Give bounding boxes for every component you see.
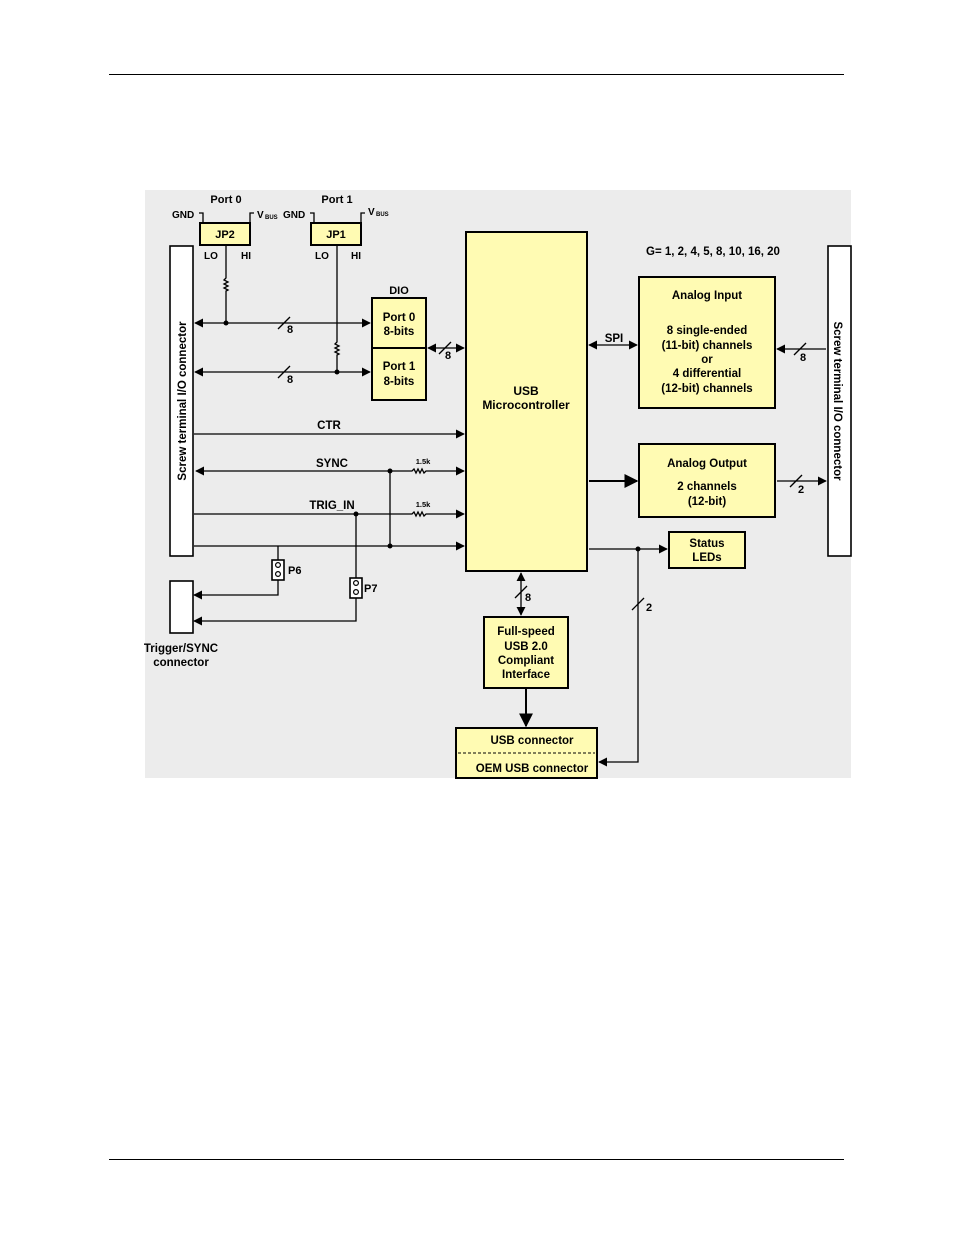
analog-input-block[interactable] [638, 276, 776, 409]
usb-interface-line4: Interface [502, 669, 550, 681]
analog-input-line2: (11-bit) channels [662, 340, 753, 352]
trig-in-label: TRIG_IN [309, 500, 354, 512]
port1-vbus-sub: BUS [376, 212, 389, 218]
status-leds-line1: Status [689, 538, 724, 550]
status-leds-line2: LEDs [692, 552, 721, 564]
p7-label: P7 [364, 583, 377, 595]
port1-gnd-label: GND [283, 210, 305, 221]
jp2-label: JP2 [215, 229, 235, 241]
usb-connector-bottom: OEM USB connector [476, 763, 589, 775]
jp2-lo-label: LO [204, 251, 218, 262]
dio-port1-line1: Port 1 [383, 361, 416, 373]
port1-gnd-wire [310, 212, 315, 223]
port0-jumper-group: Port 0 GND V BUS JP2 LO HI [172, 194, 278, 262]
trigger-sync-connector[interactable] [169, 580, 194, 634]
p7-to-trigger-wire [193, 598, 357, 626]
port0-bus-slash [277, 316, 291, 330]
port1-bus-slash [277, 365, 291, 379]
ao-terminal-width: 2 [798, 484, 804, 496]
led-bus-slash [631, 597, 645, 611]
usb-interface-line3: Compliant [498, 655, 554, 667]
port1-pull-resistor [333, 245, 341, 372]
port0-title: Port 0 [210, 194, 241, 206]
dio-port0-line1: Port 0 [383, 312, 416, 324]
analog-output-block[interactable] [638, 443, 776, 518]
jp1-hi-label: HI [351, 251, 361, 262]
trigger-connector-line2: connector [153, 657, 209, 669]
port0-vbus-label: V [257, 210, 264, 221]
usb-microcontroller-block[interactable] [465, 231, 588, 572]
port1-jumper-group: Port 1 GND V BUS JP1 LO HI [283, 194, 389, 262]
ai-terminal-slash [793, 342, 807, 356]
usb-interface-line2: USB 2.0 [504, 641, 547, 653]
micro-usb-width: 8 [525, 592, 531, 604]
port1-junction [334, 369, 340, 375]
screw-terminal-right-label: Screw terminal I/O connector [831, 321, 843, 481]
dio-port0-line2: 8-bits [384, 326, 415, 338]
status-leds-block[interactable] [668, 531, 746, 569]
ctr-label: CTR [317, 420, 341, 432]
screw-terminal-left-label: Screw terminal I/O connector [177, 321, 189, 481]
ao-terminal-slash [789, 474, 803, 488]
analog-input-line1: 8 single-ended [667, 325, 748, 337]
usb-interface-line1: Full-speed [497, 626, 555, 638]
analog-input-title: Analog Input [672, 290, 742, 302]
dio-port1-block[interactable] [371, 347, 427, 401]
port0-vbus-wire [249, 212, 254, 223]
usb-interface-block[interactable] [483, 616, 569, 689]
port1-vbus-label: V [368, 207, 375, 218]
jp1-block[interactable] [310, 222, 362, 246]
usb-connector-top: USB connector [490, 735, 574, 747]
port0-pull-resistor [222, 245, 230, 323]
trig-resistor-label: 1.5k [416, 500, 431, 509]
analog-input-line3: or [701, 354, 713, 366]
gain-label: G= 1, 2, 4, 5, 8, 10, 16, 20 [646, 246, 780, 258]
analog-input-line4: 4 differential [673, 368, 741, 380]
port1-vbus-wire [360, 212, 365, 223]
jp1-label: JP1 [326, 229, 346, 241]
usb-connector-led-wire [598, 549, 639, 767]
header-rule [109, 74, 844, 75]
footer-rule [109, 1159, 844, 1160]
analog-input-line5: (12-bit) channels [661, 383, 752, 395]
jp2-block[interactable] [199, 222, 251, 246]
port0-bus-width: 8 [287, 324, 293, 336]
analog-output-line2: (12-bit) [688, 496, 727, 508]
port1-bus-width: 8 [287, 374, 293, 386]
analog-output-title: Analog Output [667, 458, 747, 470]
led-bus-width: 2 [646, 602, 652, 614]
spi-label: SPI [605, 333, 624, 345]
trigger-connector-line1: Trigger/SYNC [144, 643, 218, 655]
port0-vbus-sub: BUS [265, 215, 278, 221]
dio-micro-width: 8 [445, 350, 451, 362]
dio-title: DIO [389, 285, 409, 297]
port0-junction [223, 320, 229, 326]
screw-terminal-left[interactable] [169, 245, 194, 557]
sync-resistor-label: 1.5k [416, 457, 431, 466]
dio-port1-line2: 8-bits [384, 376, 415, 388]
sync-line [195, 466, 465, 476]
jp1-lo-label: LO [315, 251, 329, 262]
micro-usb-slash [514, 585, 528, 599]
p6-label: P6 [288, 565, 301, 577]
ai-terminal-width: 8 [800, 352, 806, 364]
usb-micro-line1: USB [513, 384, 539, 398]
usb-micro-line2: Microcontroller [482, 398, 570, 412]
p6-to-trigger-wire [193, 580, 279, 600]
trig-in-line [194, 509, 465, 519]
jp2-hi-label: HI [241, 251, 251, 262]
sync-label: SYNC [316, 458, 348, 470]
port1-title: Port 1 [321, 194, 352, 206]
dio-micro-slash [438, 341, 452, 355]
port0-gnd-label: GND [172, 210, 194, 221]
screw-terminal-right[interactable] [827, 245, 852, 557]
bottom-junction [387, 543, 393, 549]
analog-output-line1: 2 channels [677, 481, 736, 493]
port0-gnd-wire [199, 212, 204, 223]
dio-port0-block[interactable] [371, 297, 427, 349]
